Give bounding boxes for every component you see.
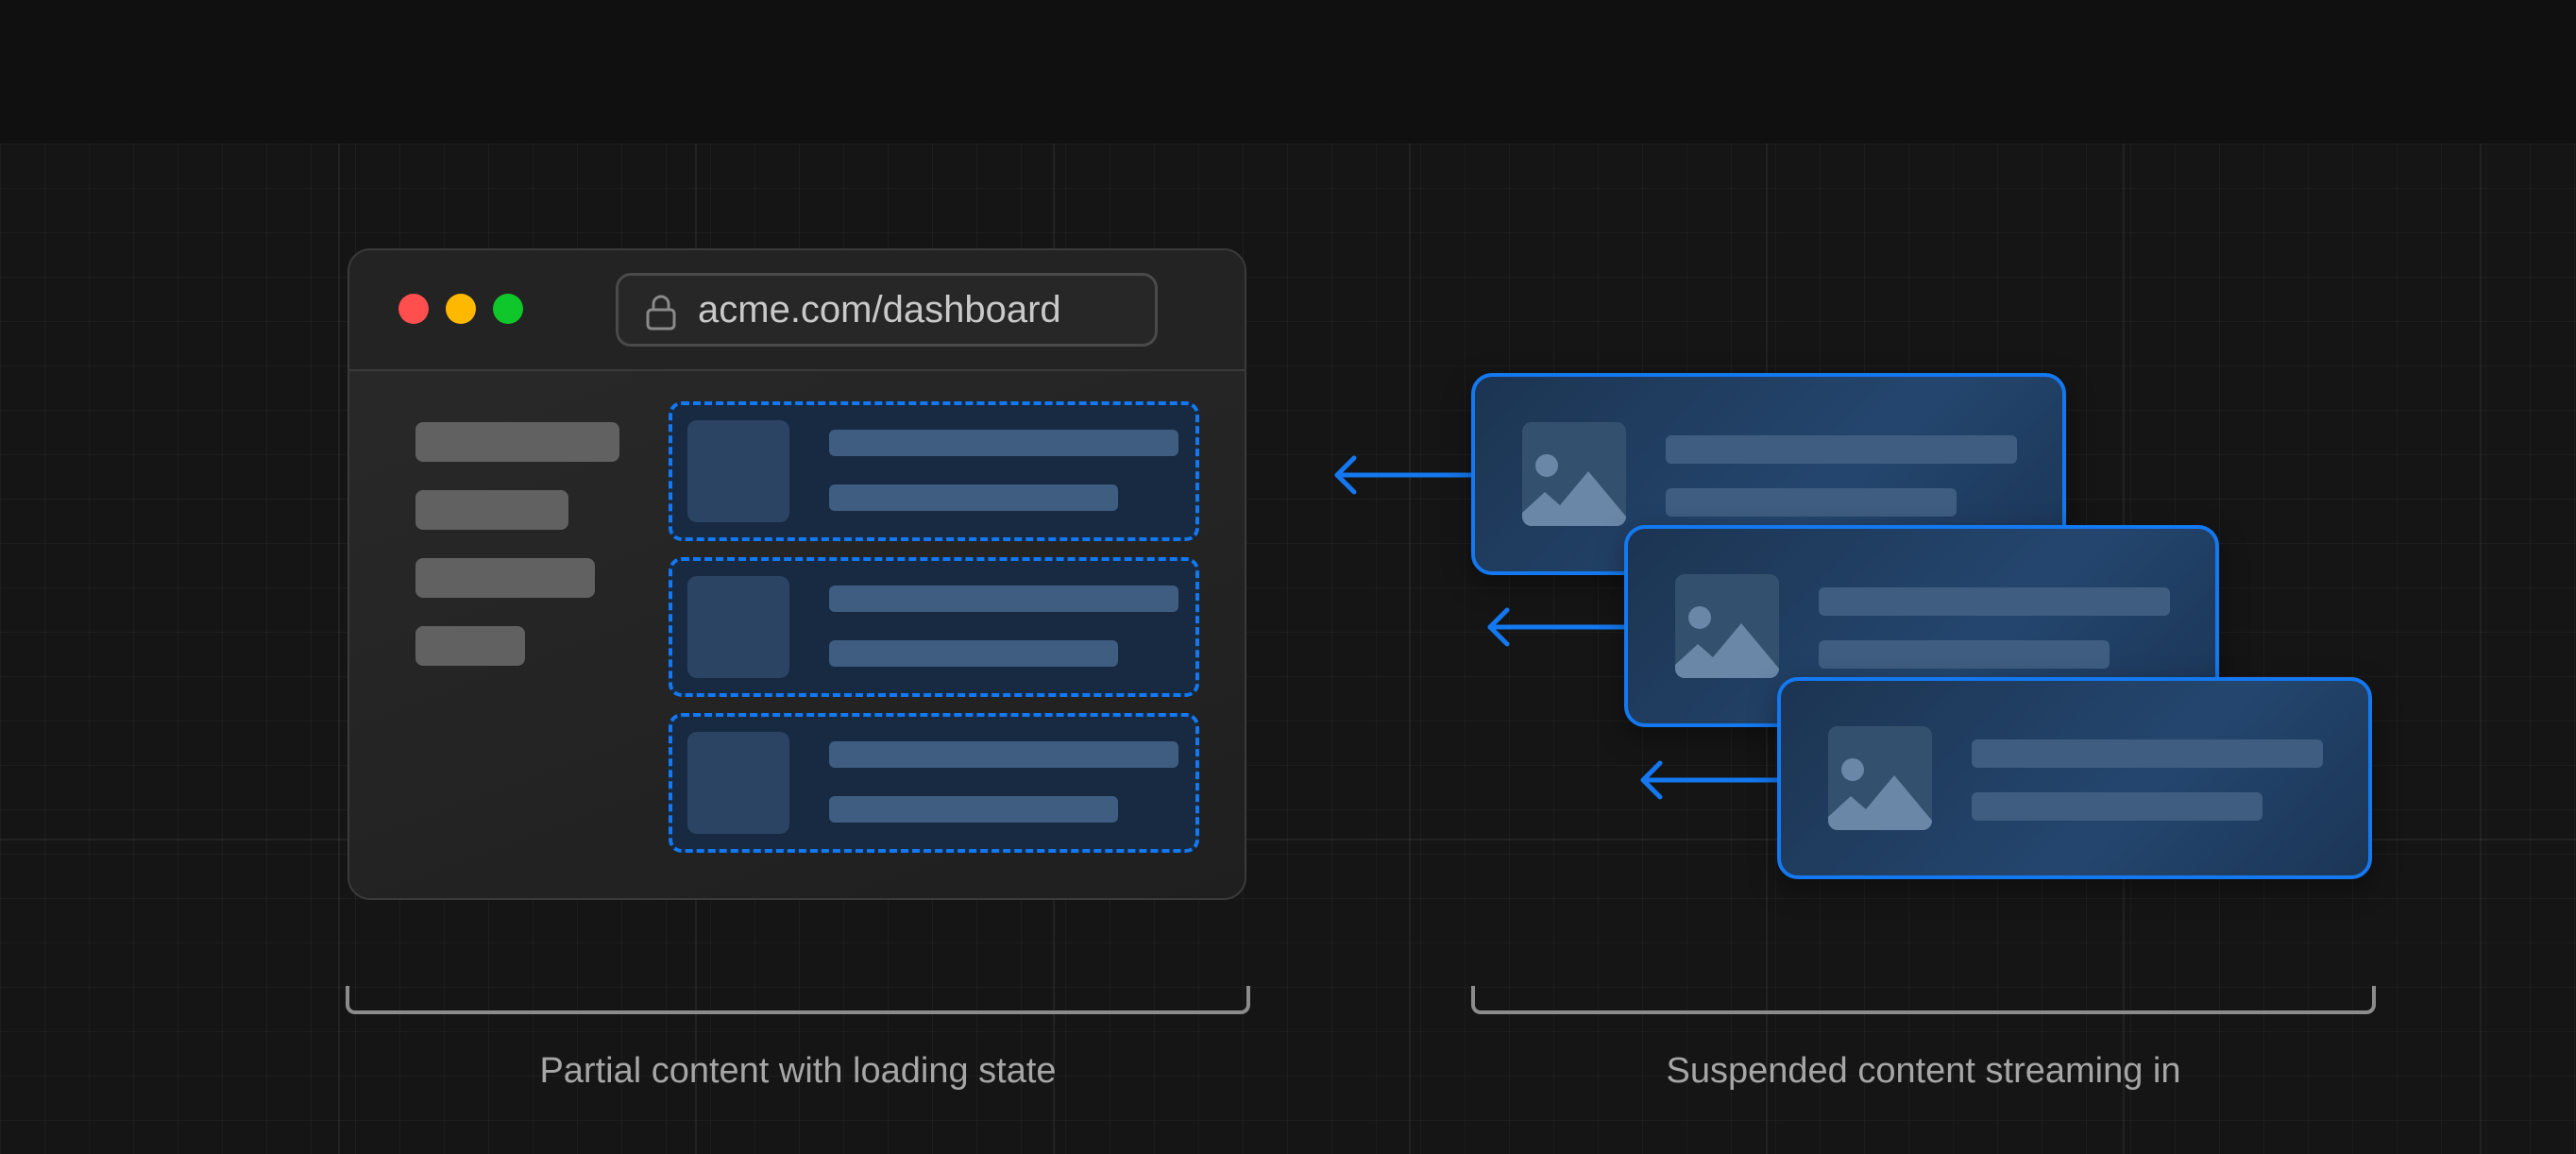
arrow-left-icon xyxy=(1334,455,1478,495)
browser-toolbar: acme.com/dashboard xyxy=(349,250,1245,371)
placeholder-line xyxy=(829,585,1178,612)
right-bracket xyxy=(1471,986,2376,1014)
arrow-left-icon xyxy=(1640,760,1784,800)
placeholder-line xyxy=(829,484,1118,511)
streaming-arrows xyxy=(1334,455,1784,800)
loading-placeholder xyxy=(669,713,1199,853)
arrow-left-icon xyxy=(1487,607,1631,647)
placeholder-thumbnail xyxy=(687,732,789,834)
placeholder-line xyxy=(829,796,1118,823)
content-line xyxy=(1819,640,2110,669)
loading-placeholder xyxy=(669,557,1199,697)
right-caption: Suspended content streaming in xyxy=(1666,1051,2181,1091)
sidebar-skeleton-item xyxy=(415,626,525,666)
content-line xyxy=(1972,739,2323,768)
url-text: acme.com/dashboard xyxy=(698,289,1061,331)
content-line xyxy=(1819,587,2170,616)
loading-placeholder xyxy=(669,401,1199,541)
placeholder-line xyxy=(829,640,1118,667)
left-bracket xyxy=(346,986,1250,1014)
placeholder-thumbnail xyxy=(687,576,789,678)
address-bar: acme.com/dashboard xyxy=(616,273,1158,347)
maximize-window-dot xyxy=(493,294,523,324)
placeholder-line xyxy=(829,741,1178,768)
streamed-content-card xyxy=(1777,677,2372,879)
image-icon xyxy=(1675,574,1779,678)
image-icon xyxy=(1522,422,1626,526)
close-window-dot xyxy=(398,294,429,324)
sidebar-skeleton-item xyxy=(415,490,568,530)
content-line xyxy=(1972,792,2262,821)
sidebar-skeleton-item xyxy=(415,558,595,598)
minimize-window-dot xyxy=(446,294,476,324)
browser-window: acme.com/dashboard xyxy=(347,248,1246,900)
left-caption: Partial content with loading state xyxy=(539,1051,1057,1091)
content-line xyxy=(1666,435,2017,464)
content-line xyxy=(1666,488,1957,517)
image-icon xyxy=(1828,726,1932,830)
placeholder-thumbnail xyxy=(687,420,789,522)
lock-icon xyxy=(646,295,676,331)
sidebar-skeleton-item xyxy=(415,422,619,462)
placeholder-line xyxy=(829,430,1178,456)
